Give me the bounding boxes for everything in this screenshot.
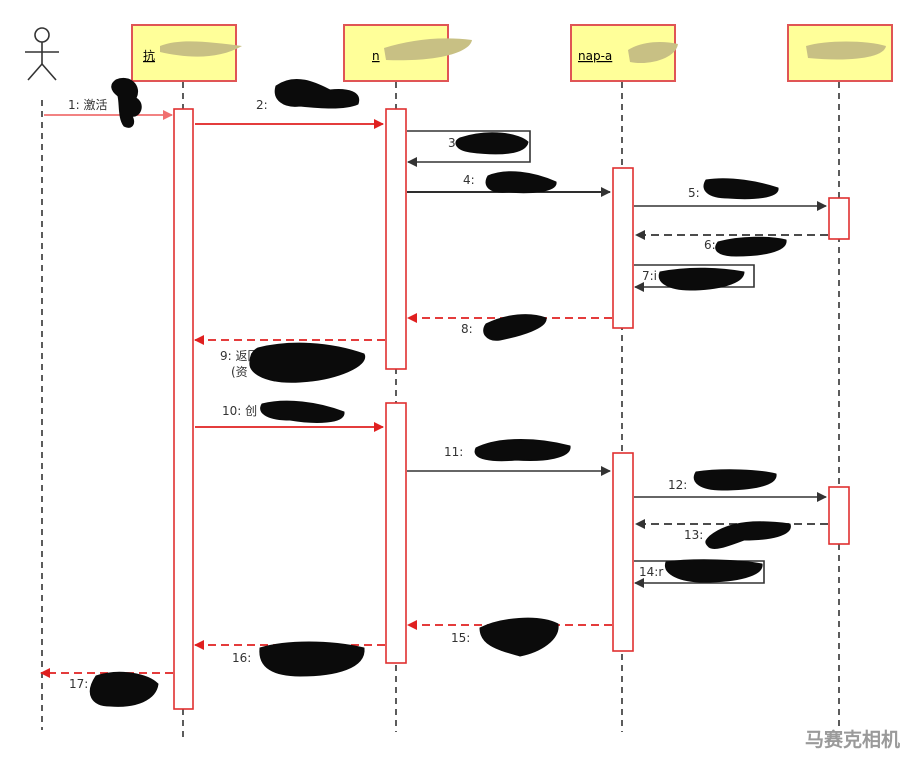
redaction-mark <box>111 78 142 128</box>
message-6: 6: <box>635 230 828 252</box>
redaction-mark <box>89 671 159 707</box>
message-15-label: 15: <box>451 631 470 645</box>
message-9-label: 9: 返回 <box>220 349 260 363</box>
redaction-mark <box>693 469 777 491</box>
redaction-mark <box>715 236 787 257</box>
message-17-label: 17: <box>69 677 88 691</box>
message-1-label: 1: 激活 <box>68 98 108 112</box>
activation-p3-b <box>612 452 634 652</box>
message-8: 8: <box>407 313 612 336</box>
redaction-mark <box>455 132 529 155</box>
message-1: 1: 激活 <box>44 98 173 120</box>
redaction-group <box>89 78 791 707</box>
redaction-mark <box>705 521 791 549</box>
redaction-mark <box>474 439 571 462</box>
activation-p4-a <box>828 197 850 240</box>
message-15: 15: <box>407 620 612 645</box>
message-10-label: 10: 创 <box>222 404 257 418</box>
message-5-label: 5: <box>688 186 700 200</box>
message-14-label: 14:r <box>639 565 663 579</box>
activation-p2-b <box>385 402 407 664</box>
redaction-mark <box>249 342 366 383</box>
actor-figure-icon <box>25 27 59 81</box>
redaction-mark <box>485 171 557 194</box>
message-3-label: 3: <box>448 136 460 150</box>
redaction-mark <box>806 41 886 60</box>
redaction-mark <box>274 79 360 109</box>
redaction-mark <box>483 314 547 341</box>
message-2: 2: <box>195 98 384 129</box>
message-12: 12: <box>634 478 827 502</box>
redaction-mark <box>703 178 779 200</box>
participant-p2-label: n <box>372 49 380 63</box>
participant-p2: n <box>343 24 472 82</box>
message-11-label: 11: <box>444 445 463 459</box>
message-13: 13: <box>635 519 828 542</box>
redaction-mark <box>479 617 559 657</box>
message-3: 3: <box>407 130 531 167</box>
activation-p1 <box>173 108 194 710</box>
message-16-label: 16: <box>232 651 251 665</box>
participant-p4 <box>787 24 893 82</box>
watermark-text: 马赛克相机 <box>805 728 900 751</box>
participant-p1-label: 抗 <box>143 48 155 63</box>
participant-p1: 抗 <box>131 24 242 82</box>
redaction-mark <box>665 559 763 583</box>
redaction-mark <box>658 267 745 291</box>
activation-p2-a <box>385 108 407 370</box>
message-8-label: 8: <box>461 322 473 336</box>
message-13-label: 13: <box>684 528 703 542</box>
message-11: 11: <box>407 445 611 476</box>
redaction-mark <box>384 38 472 61</box>
participant-p3: nap-a <box>570 24 678 82</box>
redaction-mark <box>259 641 365 677</box>
message-9-label-line2: (资 <box>231 365 248 379</box>
message-7-label: 7:i <box>642 269 657 283</box>
message-4-label: 4: <box>463 173 475 187</box>
redaction-mark <box>260 400 345 423</box>
message-10: 10: 创 <box>195 404 384 432</box>
activation-p3-a <box>612 167 634 329</box>
activation-p4-b <box>828 486 850 545</box>
message-2-label: 2: <box>256 98 268 112</box>
message-6-label: 6: <box>704 238 716 252</box>
message-5: 5: <box>634 186 827 211</box>
participant-p3-label: nap-a <box>578 49 612 63</box>
redaction-mark <box>160 41 242 57</box>
message-12-label: 12: <box>668 478 687 492</box>
message-9: 9: 返回 (资 <box>194 335 385 379</box>
redaction-mark <box>628 42 678 64</box>
